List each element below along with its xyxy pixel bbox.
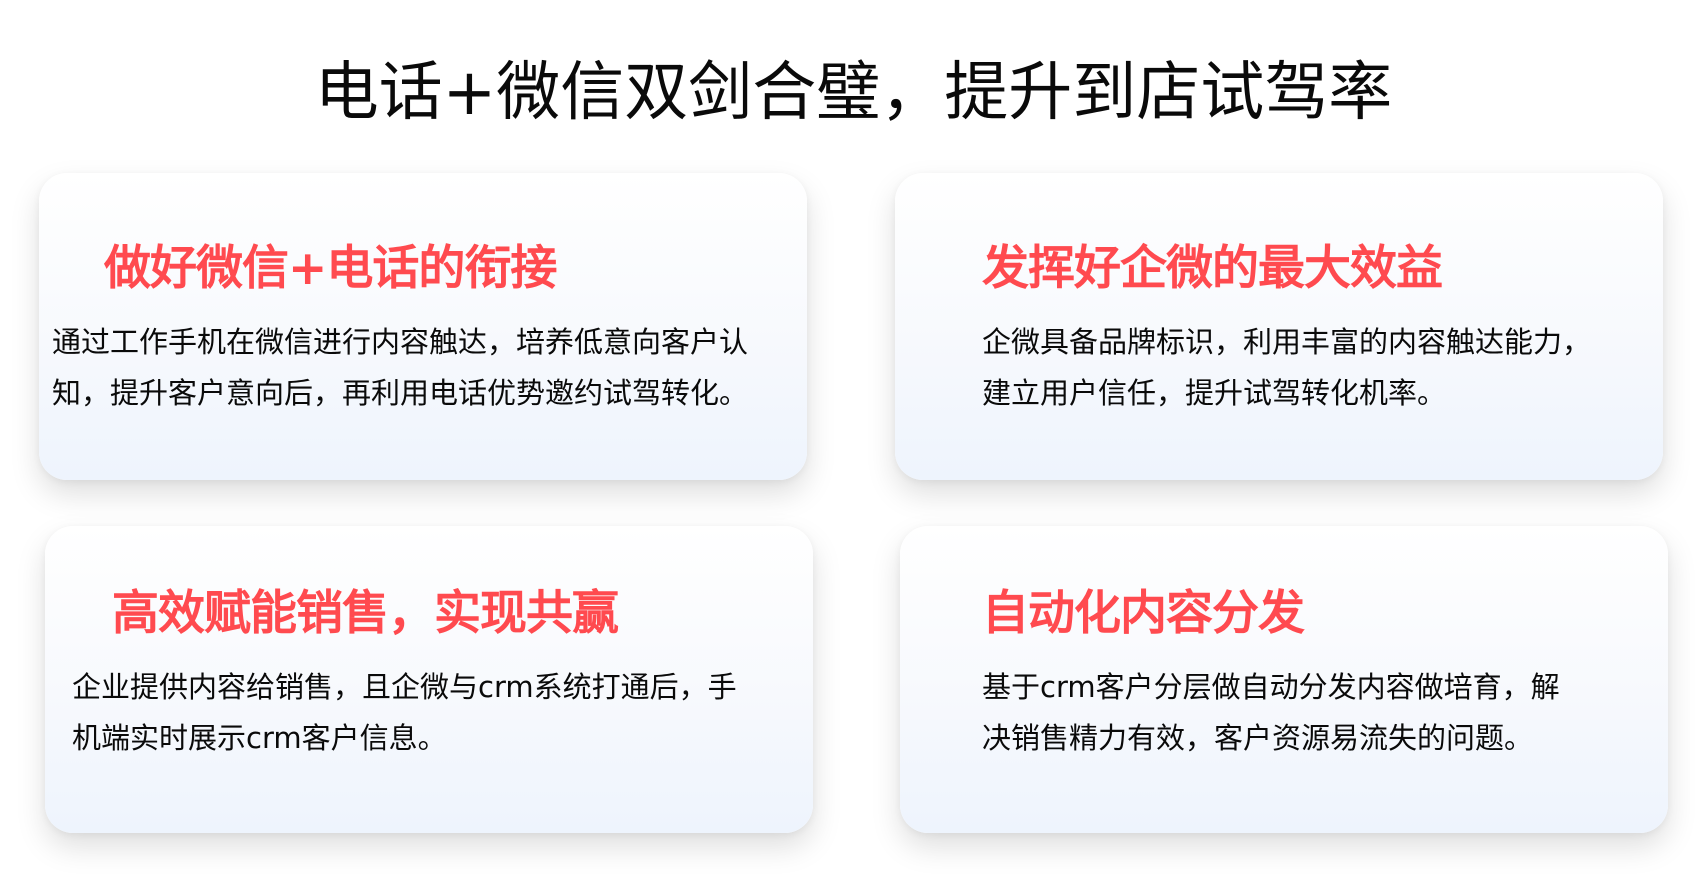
- card-description-line: 决销售精力有效，客户资源易流失的问题。: [982, 721, 1534, 755]
- card-heading: 高效赋能销售，实现共赢: [112, 586, 619, 641]
- card-heading: 自动化内容分发: [982, 586, 1305, 641]
- card-description-line: 企业提供内容给销售，且企微与crm系统打通后，手: [72, 670, 737, 704]
- feature-card-sales-enablement: 高效赋能销售，实现共赢 企业提供内容给销售，且企微与crm系统打通后，手 机端实…: [45, 526, 813, 833]
- card-description: 企微具备品牌标识，利用丰富的内容触达能力， 建立用户信任，提升试驾转化机率。: [982, 317, 1591, 419]
- page-title: 电话+微信双剑合璧，提升到店试驾率: [314, 55, 1393, 130]
- card-description-line: 基于crm客户分层做自动分发内容做培育，解: [982, 670, 1560, 704]
- card-description-line: 通过工作手机在微信进行内容触达，培养低意向客户认: [52, 325, 749, 359]
- feature-card-wecom-benefits: 发挥好企微的最大效益 企微具备品牌标识，利用丰富的内容触达能力， 建立用户信任，…: [895, 173, 1663, 480]
- card-description-line: 企微具备品牌标识，利用丰富的内容触达能力，: [982, 325, 1592, 359]
- card-heading: 做好微信+电话的衔接: [104, 241, 557, 296]
- card-heading: 发挥好企微的最大效益: [982, 241, 1443, 296]
- feature-card-wechat-phone-linkage: 做好微信+电话的衔接 通过工作手机在微信进行内容触达，培养低意向客户认 知，提升…: [39, 173, 807, 480]
- card-description: 通过工作手机在微信进行内容触达，培养低意向客户认 知，提升客户意向后，再利用电话…: [52, 317, 748, 419]
- card-description: 基于crm客户分层做自动分发内容做培育，解 决销售精力有效，客户资源易流失的问题…: [982, 662, 1560, 764]
- feature-card-auto-content-distribution: 自动化内容分发 基于crm客户分层做自动分发内容做培育，解 决销售精力有效，客户…: [900, 526, 1668, 833]
- card-description-line: 机端实时展示crm客户信息。: [72, 721, 447, 755]
- card-description-line: 建立用户信任，提升试驾转化机率。: [982, 376, 1447, 410]
- card-description: 企业提供内容给销售，且企微与crm系统打通后，手 机端实时展示crm客户信息。: [72, 662, 737, 764]
- card-description-line: 知，提升客户意向后，再利用电话优势邀约试驾转化。: [52, 376, 749, 410]
